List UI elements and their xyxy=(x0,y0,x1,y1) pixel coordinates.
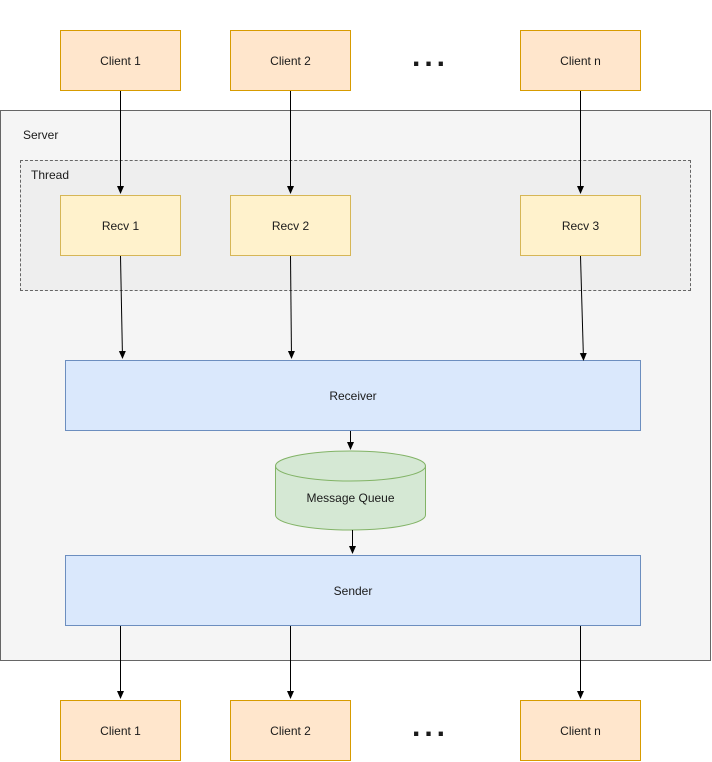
recv-3[interactable]: Recv 3 xyxy=(520,195,641,256)
top-client-n[interactable]: Client n xyxy=(520,30,641,91)
thread-label: Thread xyxy=(31,168,70,182)
recv-1[interactable]: Recv 1 xyxy=(60,195,181,256)
bottom-ellipsis: ... xyxy=(412,710,450,743)
recv-2[interactable]: Recv 2 xyxy=(230,195,351,256)
bottom-client-n[interactable]: Client n xyxy=(520,700,641,761)
bottom-client-1[interactable]: Client 1 xyxy=(60,700,181,761)
top-ellipsis: ... xyxy=(412,40,450,73)
message-queue-label: Message Queue xyxy=(306,491,395,505)
server-label: Server xyxy=(23,128,59,142)
top-client-1[interactable]: Client 1 xyxy=(60,30,181,91)
top-client-2[interactable]: Client 2 xyxy=(230,30,351,91)
sender-box[interactable]: Sender xyxy=(65,555,641,626)
bottom-client-2[interactable]: Client 2 xyxy=(230,700,351,761)
receiver-box[interactable]: Receiver xyxy=(65,360,641,431)
